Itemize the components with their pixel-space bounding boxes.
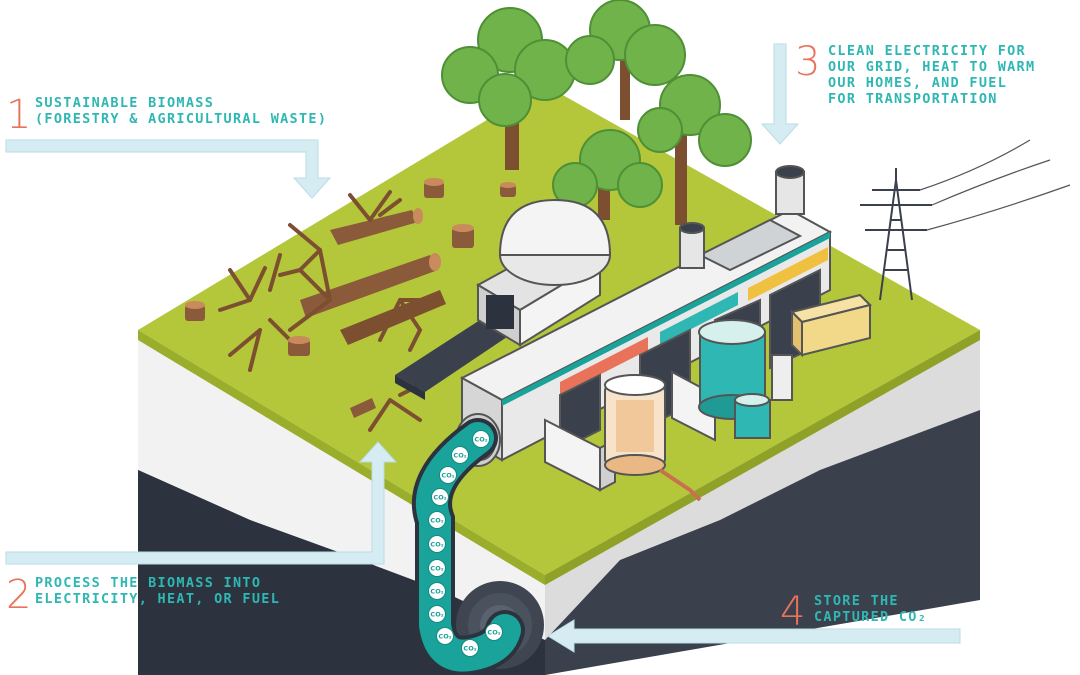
co2-bubble <box>436 627 454 645</box>
co2-bubble-label: CO₂ <box>430 611 443 619</box>
co2-bubble-label: CO₂ <box>474 436 487 444</box>
transformer <box>790 293 872 358</box>
step-3-number: 3 <box>795 39 821 85</box>
step-3-text: CLEAN ELECTRICITY FOR OUR GRID, HEAT TO … <box>828 43 1035 107</box>
arrow-step-3 <box>760 43 800 145</box>
step-2-line: ELECTRICITY, HEAT, OR FUEL <box>35 591 281 607</box>
step-3-line: FOR TRANSPORTATION <box>828 91 998 107</box>
co2-bubble-label: CO₂ <box>438 633 451 641</box>
step-2-text: PROCESS THE BIOMASS INTO ELECTRICITY, HE… <box>35 575 280 607</box>
co2-bubble-label: CO₂ <box>430 588 443 596</box>
co2-bubble <box>428 605 446 623</box>
co2-bubble-label: CO₂ <box>433 494 446 502</box>
step-3-line: CLEAN ELECTRICITY FOR <box>828 43 1026 59</box>
step-1-line: SUSTAINABLE BIOMASS <box>35 95 215 111</box>
step-2-number: 2 <box>6 572 32 618</box>
co2-bubble-label: CO₂ <box>430 565 443 573</box>
trees <box>441 0 752 225</box>
step-1-text: SUSTAINABLE BIOMASS (FORESTRY & AGRICULT… <box>35 95 327 127</box>
co2-bubble <box>461 639 479 657</box>
co2-bubble-label: CO₂ <box>441 472 454 480</box>
co2-bubble-label: CO₂ <box>430 541 443 549</box>
step-2-line: PROCESS THE BIOMASS INTO <box>35 575 262 591</box>
step-3-line: OUR HOMES, AND FUEL <box>828 75 1008 91</box>
step-4-number: 4 <box>780 589 806 635</box>
co2-bubble <box>428 582 446 600</box>
arrow-step-2 <box>5 441 398 565</box>
conveyor <box>395 320 510 400</box>
arrows <box>5 43 961 653</box>
fuel-tanks <box>698 319 793 439</box>
co2-bubble-label: CO₂ <box>453 452 466 460</box>
dome-building <box>475 198 612 347</box>
co2-bubble <box>451 446 469 464</box>
co2-bubble-label: CO₂ <box>463 645 476 653</box>
co2-bubble <box>428 559 446 577</box>
co2-bubble <box>428 535 446 553</box>
step-1-number: 1 <box>6 92 32 138</box>
co2-bubble <box>428 511 446 529</box>
heater-tank <box>604 374 702 502</box>
co2-bubble <box>439 466 457 484</box>
step-1-line: (FORESTRY & AGRICULTURAL WASTE) <box>35 111 328 127</box>
biomass-logs <box>185 178 516 432</box>
power-pylon <box>860 139 1071 301</box>
step-4-line: CAPTURED CO₂ <box>814 609 928 625</box>
co2-bubble-label: CO₂ <box>430 517 443 525</box>
co2-bubbles: CO₂ CO₂ CO₂ CO₂ CO₂ CO₂ CO₂ CO₂ CO₂ CO₂ CO₂ CO₂ <box>428 430 503 657</box>
co2-bubble-label: CO₂ <box>487 629 500 637</box>
arrow-step-1 <box>5 139 332 199</box>
step-3-line: OUR GRID, HEAT TO WARM <box>828 59 1036 75</box>
co2-bubble <box>431 488 449 506</box>
step-4-text: STORE THE CAPTURED CO₂ <box>814 593 927 625</box>
co2-bubble <box>485 623 503 641</box>
step-4-line: STORE THE <box>814 593 899 609</box>
co2-bubble <box>472 430 490 448</box>
